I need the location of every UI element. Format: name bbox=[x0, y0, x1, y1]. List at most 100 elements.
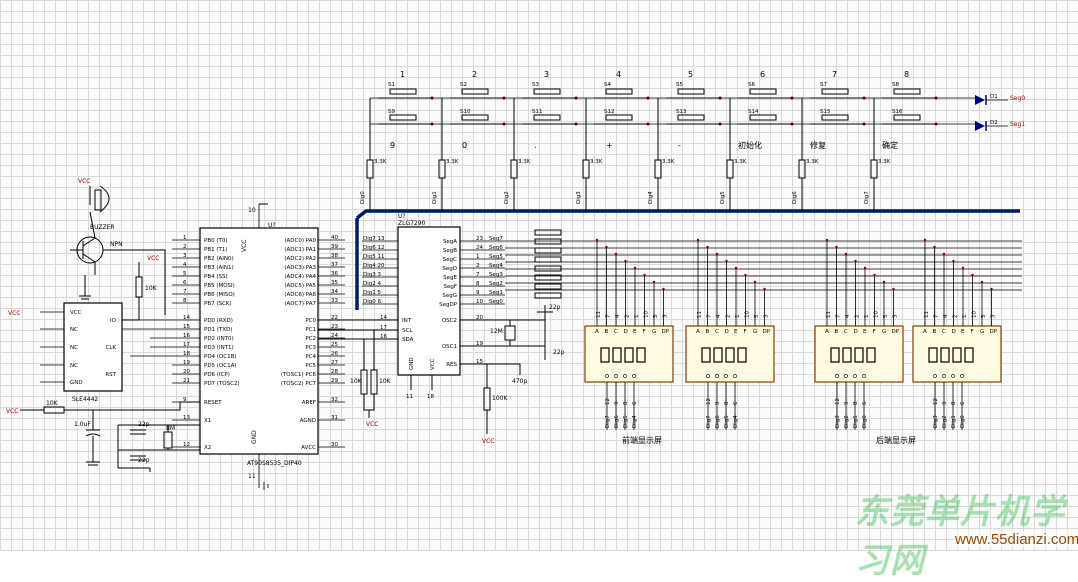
zlg-io-name: INT bbox=[402, 318, 412, 324]
zlg-io-name: SDA bbox=[402, 337, 414, 343]
buzzer-circuit: VCC BUZZER NPN VCC 10K bbox=[70, 178, 166, 321]
watermark-url: www.55dianzi.com bbox=[955, 531, 1078, 548]
mcu-right-pin-num: 25 bbox=[331, 342, 338, 348]
zlg-seg-net: Seg1 bbox=[489, 290, 503, 296]
display-pin: 6 bbox=[632, 401, 638, 405]
display-pin: 12 bbox=[835, 398, 841, 405]
mcu-left-pin-name: PB3 (AIN1) bbox=[204, 265, 234, 271]
segment-name: DP bbox=[892, 329, 900, 335]
zlg-right-pin-num: 23 bbox=[476, 236, 483, 242]
zlg-osc-pin: 15 bbox=[476, 359, 483, 365]
mcu-right-pin-num: 22 bbox=[331, 315, 338, 321]
segment-pin: 10 bbox=[745, 311, 751, 318]
zlg-osc-name: OSC1 bbox=[442, 344, 457, 350]
switch-row1-label: S1 bbox=[388, 82, 395, 88]
zlg-io-pin: 17 bbox=[380, 325, 387, 331]
mcu-left-pin-num: 1 bbox=[183, 235, 187, 241]
switch-row2 bbox=[821, 114, 849, 121]
zlg-right-pin-num: 24 bbox=[476, 245, 483, 251]
segment-pin: 2 bbox=[855, 315, 861, 319]
sle-part: SLE4442 bbox=[72, 396, 98, 403]
seven-seg-display bbox=[814, 325, 904, 383]
mcu-left-pin-name: X2 bbox=[204, 445, 211, 451]
zlg-seg-net: Seg7 bbox=[489, 236, 503, 242]
segment-name: A bbox=[595, 329, 599, 335]
mcu-left-pin-num: 17 bbox=[183, 342, 190, 348]
seven-seg-display bbox=[912, 325, 1002, 383]
segment-pin: 4 bbox=[845, 314, 851, 318]
segment-resistor bbox=[534, 274, 562, 281]
mcu-right-pin-num: 34 bbox=[331, 289, 338, 295]
segment-pin: 2 bbox=[625, 315, 631, 319]
segment-name: E bbox=[734, 329, 738, 335]
display-dig: Dig2 bbox=[942, 415, 948, 428]
segment-pin: 2 bbox=[953, 315, 959, 319]
dig-label: Dig0 bbox=[360, 191, 366, 204]
switch-row1-label: S3 bbox=[532, 82, 539, 88]
segment-name: D bbox=[854, 329, 858, 335]
display-dig: Dig1 bbox=[853, 415, 859, 428]
x2-label: 12M bbox=[490, 328, 503, 335]
pullup-label: 3.3K bbox=[446, 159, 459, 165]
segment-name: A bbox=[825, 329, 829, 335]
mcu-left-pin-name: PB5 (MOSI) bbox=[204, 283, 235, 289]
digit-cell bbox=[842, 347, 852, 363]
segment-resistor bbox=[534, 247, 562, 254]
mcu-left-pin-name: PB2 (AIN0) bbox=[204, 256, 234, 262]
segment-name: DP bbox=[763, 329, 771, 335]
mcu-right-pin-num: 33 bbox=[331, 298, 338, 304]
digit-cell bbox=[600, 347, 610, 363]
display-dig: Dig6 bbox=[614, 415, 620, 428]
zlg-left-pin: Dig3 3 bbox=[363, 272, 382, 278]
segment-pin: 7 bbox=[934, 314, 940, 318]
segment-name: B bbox=[835, 329, 839, 335]
wiring: 10K 10K VCC 12M 22p 22p 470p 100K VCC bbox=[318, 304, 565, 445]
mcu-right-pin-num: 32 bbox=[331, 397, 338, 403]
mcu-right-pin-name: (TOSC2) PC7 bbox=[281, 381, 317, 387]
keypad: 1S1S993.3KDig02S2S1003.3KDig13S3S11.3.3K… bbox=[360, 70, 1025, 211]
zlg-right-pin-name: SegG bbox=[442, 293, 457, 299]
c1-label: 1.0uF bbox=[74, 421, 91, 428]
diode-net: Seg1 bbox=[1010, 121, 1025, 128]
display-dig: Dig7 bbox=[605, 415, 611, 428]
zlg-right-pin-name: SegD bbox=[442, 266, 457, 272]
segment-pin: 5 bbox=[981, 314, 987, 318]
mcu-right-pin-num: 36 bbox=[331, 271, 338, 277]
zlg-left-pin: Dig7 13 bbox=[363, 236, 385, 242]
zlg-bottom-name: VCC bbox=[430, 358, 436, 370]
dig-label: Dig7 bbox=[864, 191, 870, 204]
resistor-10k-d bbox=[370, 369, 378, 395]
reset-network: VCC 10K 1.0uF 22p 22p 8M bbox=[6, 400, 200, 472]
switch-row1 bbox=[821, 88, 849, 95]
mcu-left-pin-num: 15 bbox=[183, 324, 190, 330]
display-dig: Dig2 bbox=[844, 415, 850, 428]
sle-right-pin: CLK bbox=[105, 345, 116, 351]
segment-name: F bbox=[643, 329, 646, 335]
segment-name: C bbox=[715, 329, 719, 335]
segment-name: F bbox=[744, 329, 747, 335]
mcu-right-pin-name: (ADC5) PA5 bbox=[284, 283, 316, 289]
digit-cell bbox=[928, 347, 938, 363]
segment-name: F bbox=[873, 329, 876, 335]
segment-resistor bbox=[534, 256, 562, 263]
digit-cell bbox=[725, 347, 735, 363]
display-pin: 9 bbox=[942, 401, 948, 405]
crystal-12m bbox=[504, 325, 516, 341]
r10k-a-label: 10K bbox=[145, 285, 158, 292]
pullup-vcc: VCC bbox=[366, 421, 378, 428]
mcu-right-pin-name: AVCC bbox=[301, 445, 316, 451]
display-pin: 8 bbox=[623, 401, 629, 405]
mcu-left-pin-num: 4 bbox=[183, 262, 187, 268]
digit-cell bbox=[854, 347, 864, 363]
segment-name: C bbox=[844, 329, 848, 335]
mcu-right-pin-num: 31 bbox=[331, 415, 338, 421]
mcu-left-pin-name: RESET bbox=[204, 400, 222, 406]
mcu-right-pin-name: AREF bbox=[302, 400, 316, 406]
zlg-right-pin-num: 2 bbox=[476, 263, 480, 269]
pullup-label: 3.3K bbox=[878, 159, 891, 165]
switch-row1-label: S6 bbox=[748, 82, 755, 88]
mcu-left-pin-num: 20 bbox=[183, 369, 190, 375]
segment-pin: 3 bbox=[764, 314, 770, 318]
